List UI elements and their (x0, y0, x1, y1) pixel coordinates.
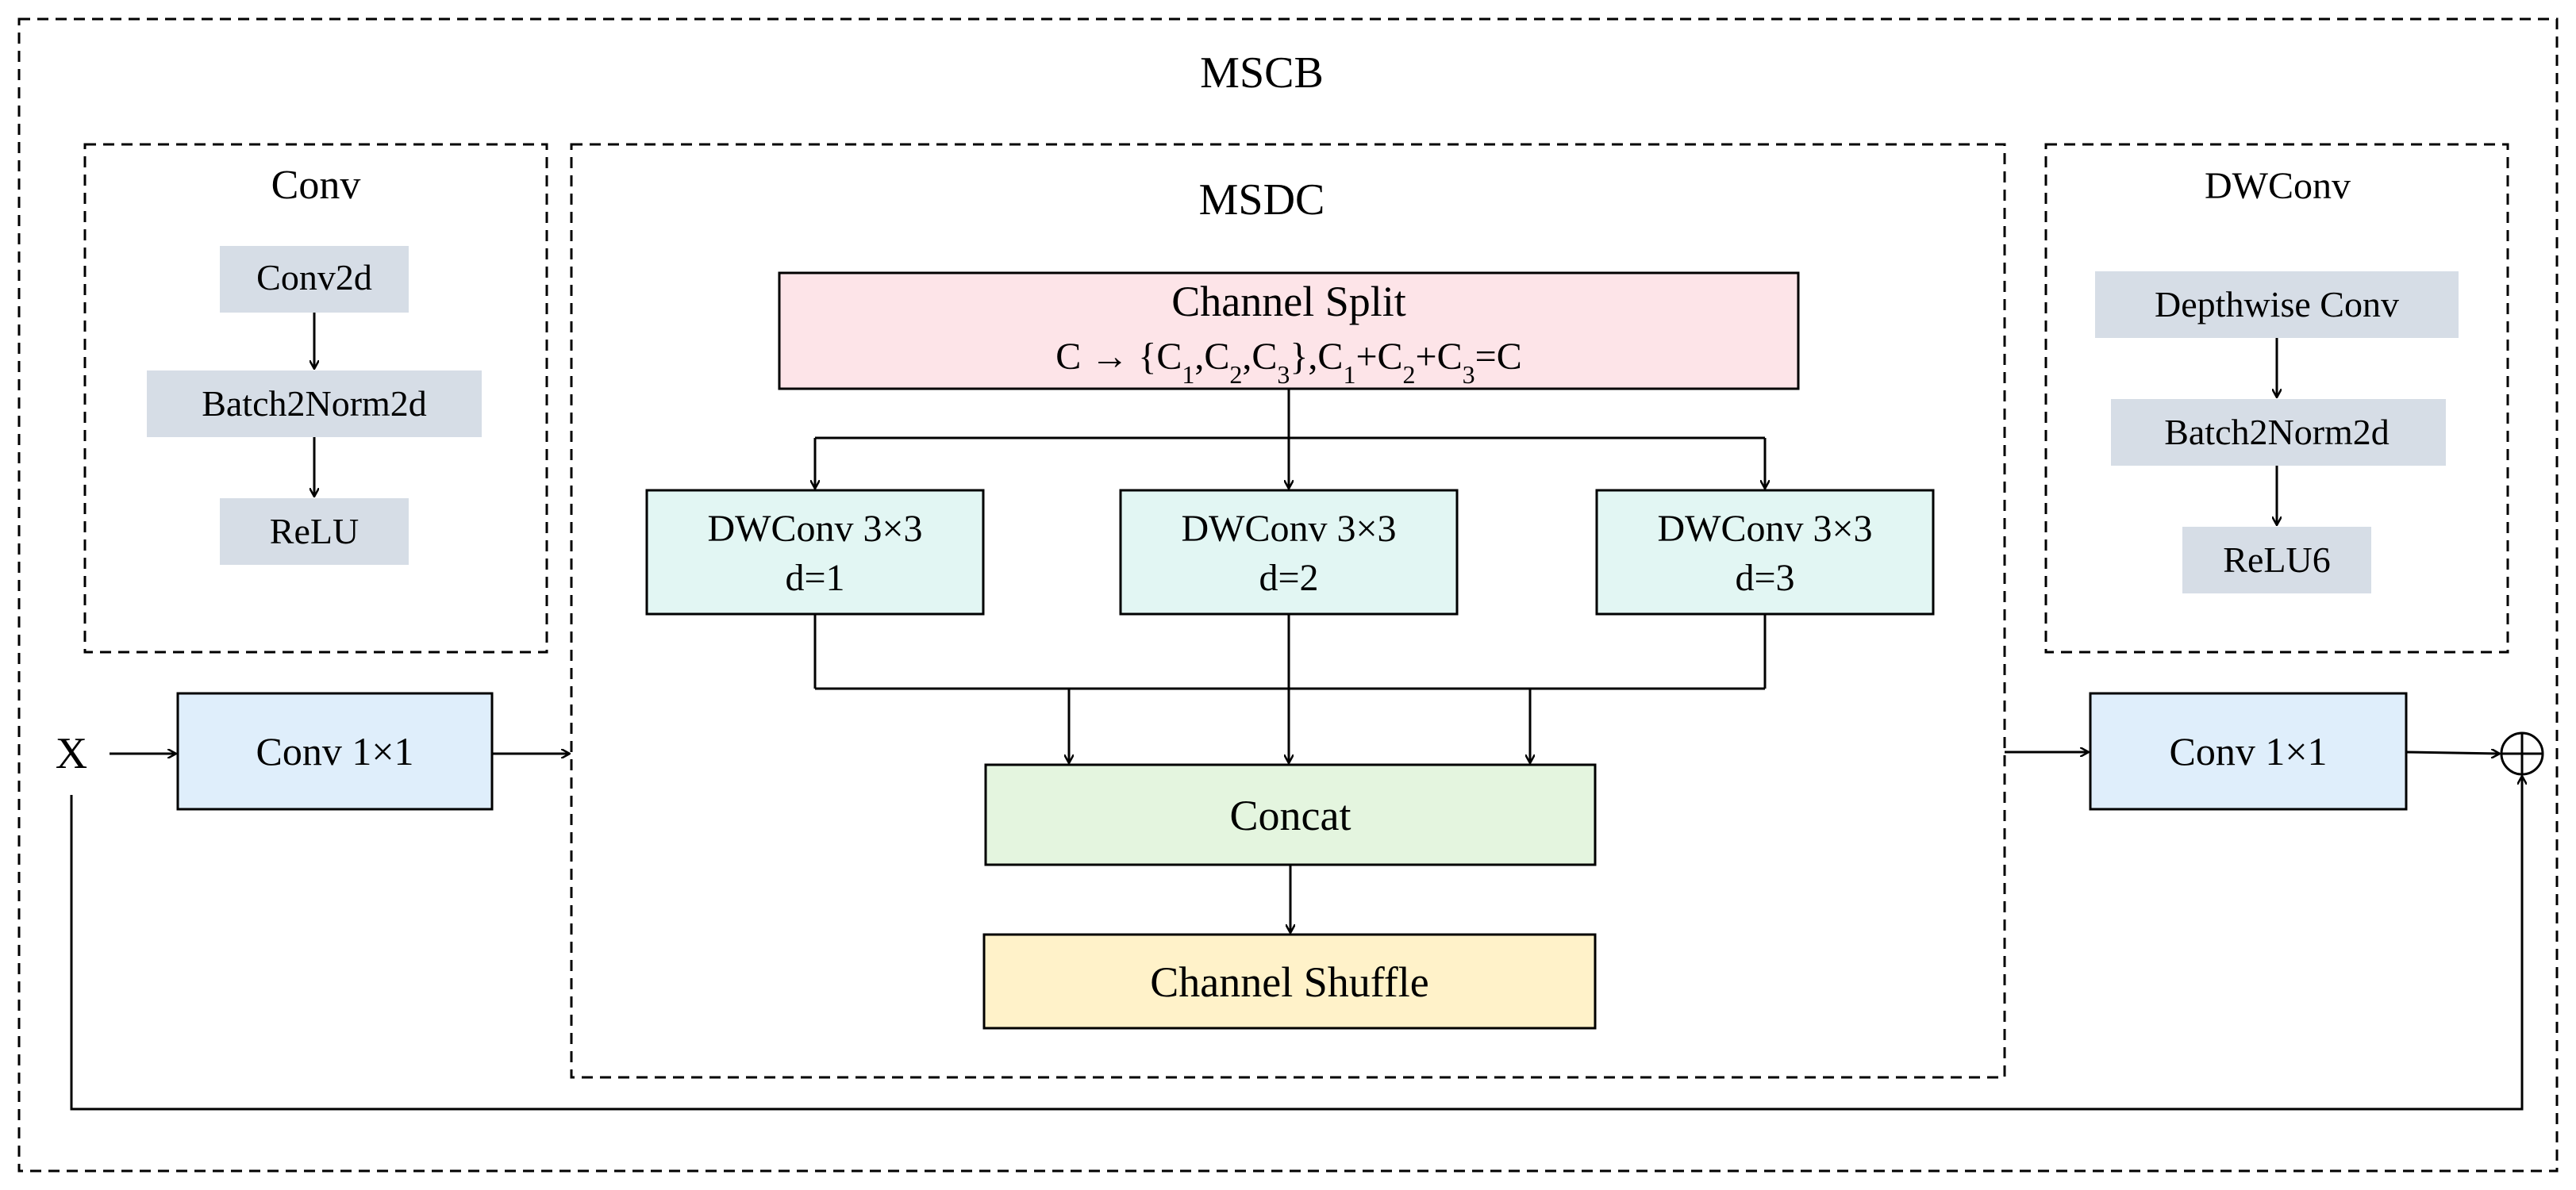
sum-node (2500, 731, 2544, 776)
conv-panel-frame (83, 143, 548, 654)
input-x-label: X (56, 729, 87, 778)
dwconv-panel-label-relu6: ReLU6 (2223, 539, 2330, 580)
conv-panel-title: Conv (271, 163, 361, 208)
channel-split-title: Channel Split (1171, 278, 1406, 325)
conv-out-box (2089, 692, 2408, 811)
branch-d3-line1: DWConv 3×3 (1657, 508, 1872, 550)
conv-panel-box-relu (220, 498, 409, 565)
conv-panel-box-batchnorm (147, 370, 482, 437)
msdc-title: MSDC (1199, 175, 1325, 225)
branch-d2-line1: DWConv 3×3 (1181, 508, 1396, 550)
dwconv-panel-title: DWConv (2205, 165, 2351, 207)
concat-label: Concat (1230, 792, 1351, 839)
conv-panel-box-conv2d (220, 246, 409, 313)
dwconv-panel-box-batchnorm (2111, 399, 2446, 466)
conv-panel-label-relu: ReLU (270, 511, 359, 551)
branch-d1-line2: d=1 (785, 557, 844, 599)
dwconv-panel-label-depthwise: Depthwise Conv (2155, 284, 2399, 324)
conv-out-to-sum-arrow (2405, 752, 2500, 754)
branch-d2-line2: d=2 (1259, 557, 1318, 599)
dwconv-panel-label-batchnorm: Batch2Norm2d (2164, 412, 2390, 452)
channel-shuffle-box (982, 933, 1597, 1030)
conv-out-label: Conv 1×1 (2169, 729, 2327, 774)
channel-shuffle-label: Channel Shuffle (1150, 958, 1428, 1006)
conv-panel-label-batchnorm: Batch2Norm2d (202, 383, 427, 424)
conv-in-label: Conv 1×1 (256, 729, 413, 774)
residual-skip-path (70, 776, 2522, 1111)
channel-split-formula: C → {C1,C2,C3},C1+C2+C3=C (1055, 336, 1521, 389)
channel-split-box (778, 271, 1800, 390)
mscb-frame (17, 17, 2559, 1173)
branch-d1-line1: DWConv 3×3 (707, 508, 922, 550)
conv-in-box (176, 692, 494, 811)
branch-box-d1 (645, 489, 985, 616)
dwconv-panel-box-relu6 (2182, 527, 2371, 593)
dwconv-panel-box-depthwise (2095, 271, 2459, 338)
branch-d3-line2: d=3 (1735, 557, 1794, 599)
conv-panel-label-conv2d: Conv2d (256, 257, 372, 298)
dwconv-panel-frame (2044, 143, 2509, 654)
concat-box (984, 763, 1597, 866)
mscb-title: MSCB (1200, 48, 1324, 98)
msdc-frame (570, 143, 2006, 1079)
